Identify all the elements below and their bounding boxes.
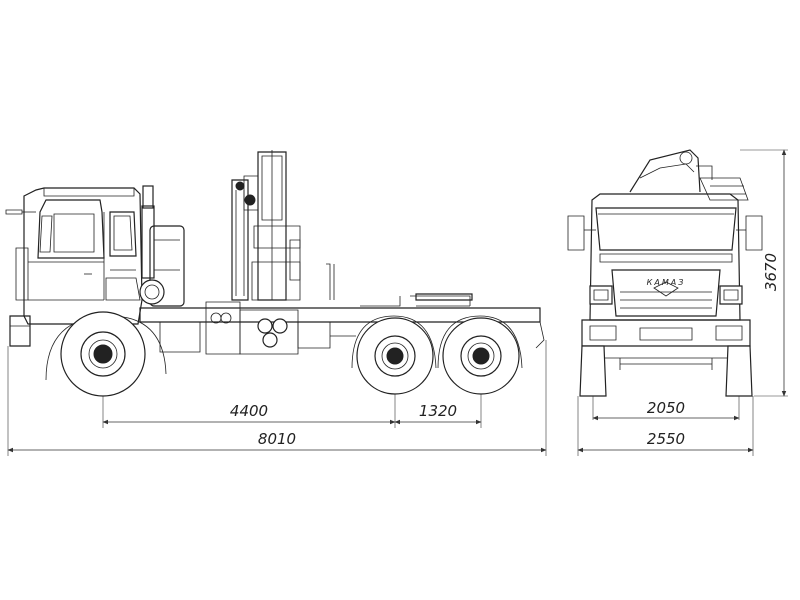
track-label: 2050 [647, 399, 685, 417]
crane [231, 150, 335, 301]
right-front-tyre [725, 345, 753, 397]
overall-height-label: 3670 [762, 253, 780, 291]
front-crane [629, 149, 749, 201]
front-grille: КАМАЗ [589, 269, 743, 317]
grille-badge: КАМАЗ [647, 278, 686, 287]
overall-length-label: 8010 [258, 430, 296, 448]
front-bumper [581, 319, 751, 370]
cab [5, 187, 143, 347]
front-view: КАМАЗ [567, 149, 788, 456]
middle-wheel [351, 315, 437, 395]
side-wheels [45, 311, 523, 397]
rear-wheel [437, 315, 523, 395]
wheelbase-label: 4400 [230, 402, 268, 420]
side-view: 4400 1320 8010 [5, 150, 547, 456]
front-tyres [579, 345, 753, 397]
side-dimensions: 4400 1320 8010 [7, 340, 547, 456]
left-front-tyre [579, 345, 607, 397]
chassis-frame [139, 293, 545, 355]
rear-axle-spacing-label: 1320 [419, 402, 457, 420]
exhaust-and-intake [139, 185, 185, 307]
overall-width-label: 2550 [647, 430, 685, 448]
front-dimensions: 2050 2550 3670 [577, 149, 788, 456]
